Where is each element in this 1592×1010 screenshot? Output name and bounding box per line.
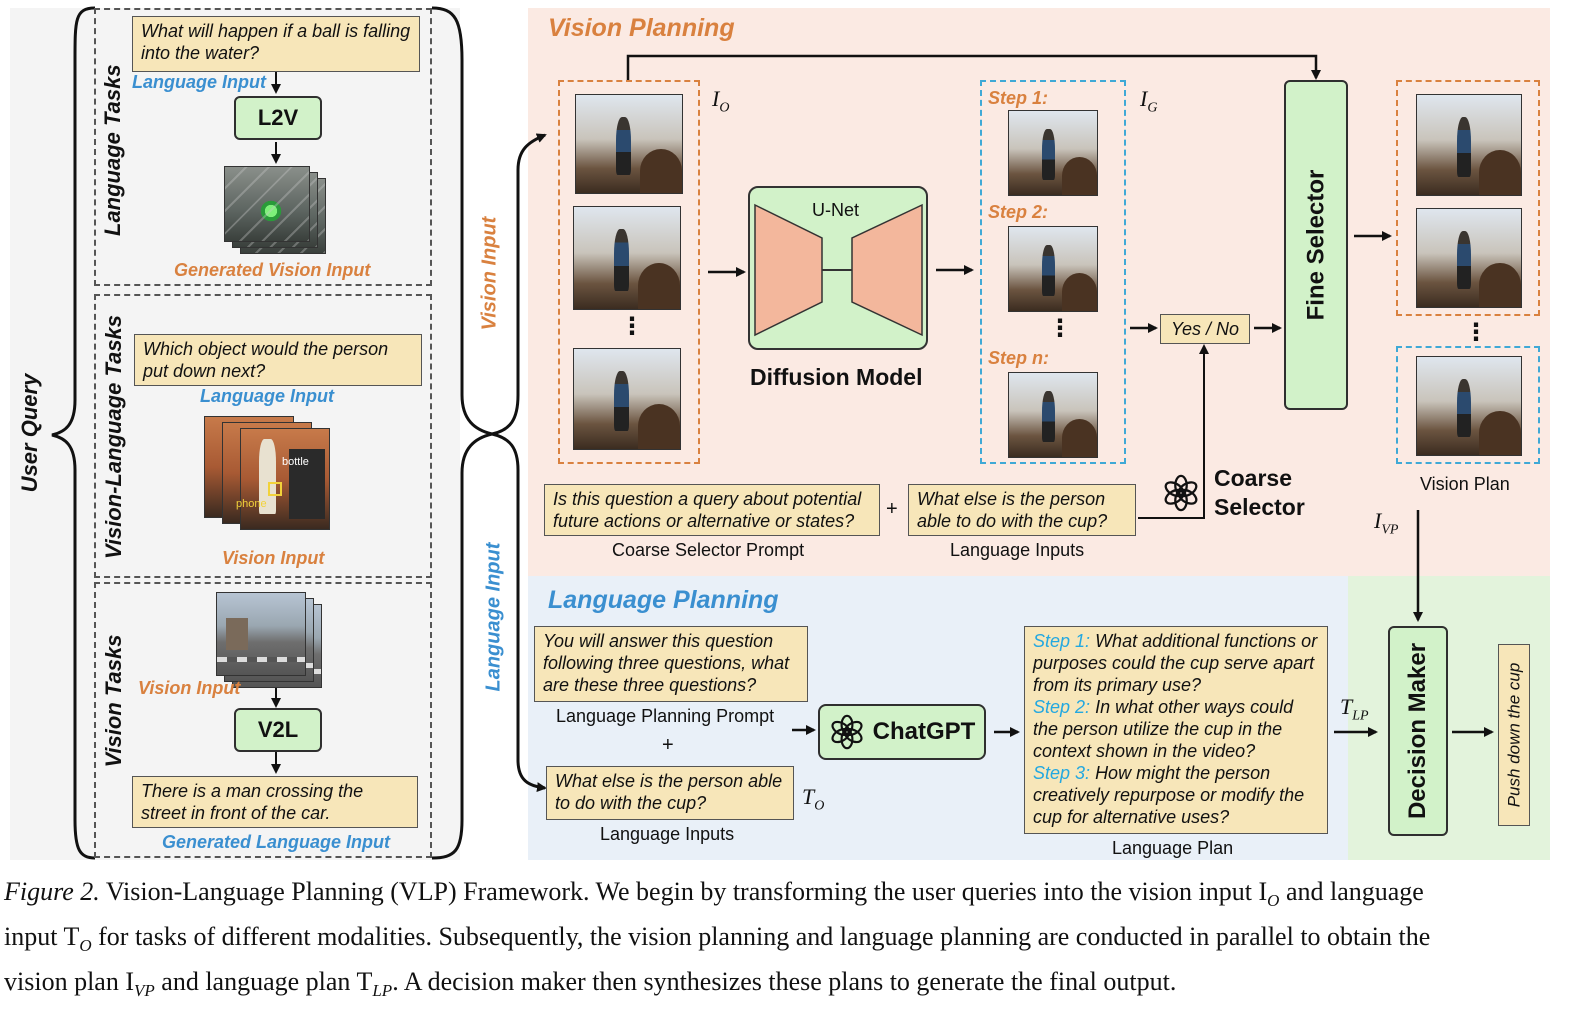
vision-plan-generated-box xyxy=(1396,346,1540,464)
input-frames-box xyxy=(558,80,700,464)
coarse-language-inputs: What else is the person able to do with … xyxy=(908,484,1136,536)
diffusion-model-label: Diffusion Model xyxy=(750,364,923,390)
chatgpt-icon xyxy=(831,714,863,750)
plan-step-3: Step 3: How might the person creatively … xyxy=(1033,763,1305,827)
step-1-label: Step 1: xyxy=(988,88,1049,108)
plan-step-1: Step 1: What additional functions or pur… xyxy=(1033,631,1318,695)
language-tasks-box xyxy=(94,8,432,286)
coarse-plus: + xyxy=(886,498,898,520)
language-input-label: Language Input xyxy=(132,72,266,92)
ivp-label: IVP xyxy=(1374,508,1399,538)
generated-frame-n xyxy=(1008,372,1098,458)
vl-vision-input-label: Vision Input xyxy=(222,548,325,568)
generated-frames-box xyxy=(980,80,1126,464)
vl-language-input-label: Language Input xyxy=(200,386,334,406)
vision-language-tasks-box xyxy=(94,294,432,578)
caption-line-1: Figure 2. Vision-Language Planning (VLP)… xyxy=(4,877,1424,911)
generated-frame-1 xyxy=(1008,110,1098,196)
phone-bbox xyxy=(268,482,282,496)
to-label: TO xyxy=(802,784,825,814)
vision-language-question: Which object would the person put down n… xyxy=(134,334,422,386)
unet-label: U-Net xyxy=(812,200,860,220)
openai-icon xyxy=(1164,474,1198,512)
input-frame-1 xyxy=(575,94,683,194)
language-planning-title: Language Planning xyxy=(548,586,779,614)
vision-tasks-box xyxy=(94,582,432,858)
fine-selector-box: Fine Selector xyxy=(1284,80,1348,410)
language-tasks-label: Language Tasks xyxy=(100,64,125,236)
vision-planning-title: Vision Planning xyxy=(548,14,735,42)
input-frames-ellipsis: ⋮ xyxy=(620,313,644,340)
decision-maker-label: Decision Maker xyxy=(1404,642,1432,820)
language-planning-prompt-caption: Language Planning Prompt xyxy=(556,706,775,726)
vision-task-image xyxy=(216,592,306,676)
user-query-label: User Query xyxy=(17,373,42,493)
input-frame-n xyxy=(573,348,681,450)
vision-plan-box xyxy=(1396,80,1540,316)
language-planning-prompt: You will answer this question following … xyxy=(534,626,808,702)
vision-task-input-label: Vision Input xyxy=(138,678,241,698)
plan-step-2: Step 2: In what other ways could the per… xyxy=(1033,697,1294,761)
fine-selector-label: Fine Selector xyxy=(1302,169,1329,321)
io-label: IO xyxy=(712,86,730,116)
vision-plan-ellipsis: ⋮ xyxy=(1464,319,1488,346)
language-planning-plus: + xyxy=(662,734,674,756)
bottle-tag: bottle xyxy=(282,456,309,468)
final-output-text: Push down the cup xyxy=(1504,662,1524,808)
generated-frame-2 xyxy=(1008,226,1098,312)
caption-line-3: vision plan IVP and language plan TLP. A… xyxy=(4,967,1177,1001)
step-2-label: Step 2: xyxy=(988,202,1049,222)
final-output-box: Push down the cup xyxy=(1498,644,1530,826)
vision-tasks-label: Vision Tasks xyxy=(101,634,126,768)
tlp-label: TLP xyxy=(1340,694,1369,724)
vision-plan-frame-1 xyxy=(1416,94,1522,196)
generated-vision-image xyxy=(224,166,310,242)
language-planning-input: What else is the person able to do with … xyxy=(546,766,794,820)
vision-plan-frame-2 xyxy=(1416,208,1522,308)
caption-line-2: input TO for tasks of different modaliti… xyxy=(4,922,1431,956)
vision-plan-frame-3 xyxy=(1416,356,1522,456)
vision-plan-caption: Vision Plan xyxy=(1420,474,1510,494)
step-n-label: Step n: xyxy=(988,348,1049,368)
ig-label: IG xyxy=(1140,86,1158,116)
coarse-selector-label: Coarse Selector xyxy=(1214,465,1305,520)
generated-frames-ellipsis: ⋮ xyxy=(1048,315,1072,342)
language-plan-caption: Language Plan xyxy=(1112,838,1234,858)
language-task-question: What will happen if a ball is falling in… xyxy=(132,16,420,72)
chatgpt-label: ChatGPT xyxy=(872,718,976,745)
coarse-selector-prompt-caption: Coarse Selector Prompt xyxy=(612,540,805,560)
chatgpt-box: ChatGPT xyxy=(818,704,986,760)
v2l-module: V2L xyxy=(234,708,322,752)
vision-input-branch-label: Vision Input xyxy=(478,216,501,331)
generated-language-input-label: Generated Language Input xyxy=(162,832,391,852)
vision-task-output: There is a man crossing the street in fr… xyxy=(132,776,418,828)
decision-maker-box: Decision Maker xyxy=(1388,626,1448,836)
vision-language-tasks-label: Vision-Language Tasks xyxy=(101,314,126,560)
language-plan-box: Step 1: What additional functions or pur… xyxy=(1024,626,1328,834)
figure-caption: Figure 2. Vision-Language Planning (VLP)… xyxy=(4,874,1590,1010)
yes-no-box: Yes / No xyxy=(1160,314,1250,344)
vl-image xyxy=(240,428,330,530)
unet-overlay xyxy=(754,203,923,337)
coarse-language-inputs-caption: Language Inputs xyxy=(950,540,1085,560)
input-frame-2 xyxy=(573,206,681,310)
generated-vision-input-label: Generated Vision Input xyxy=(174,260,371,280)
coarse-selector-prompt: Is this question a query about potential… xyxy=(544,484,880,536)
phone-tag: phone xyxy=(236,498,267,510)
language-input-branch-label: Language Input xyxy=(482,542,505,692)
language-planning-input-caption: Language Inputs xyxy=(600,824,735,844)
l2v-module: L2V xyxy=(234,96,322,140)
